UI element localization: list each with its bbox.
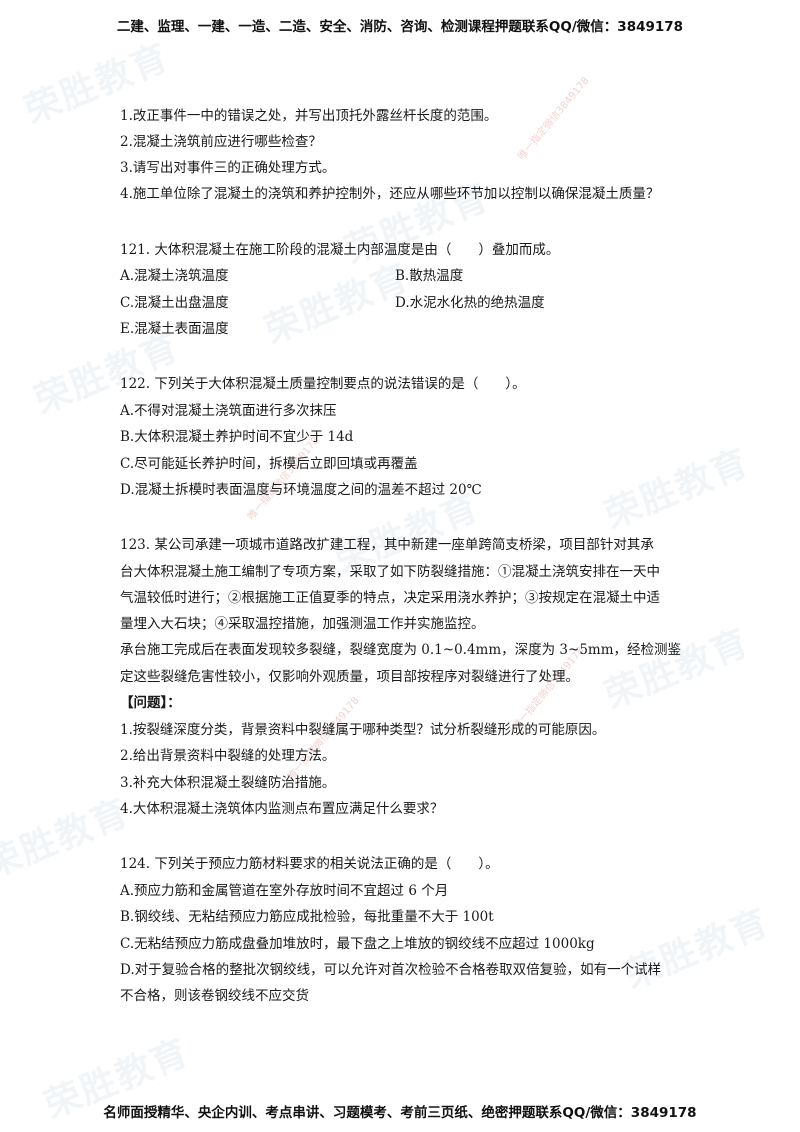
watermark-wechat-text: 唯一指定微信3849178 [245, 435, 322, 523]
watermark-logo: 荣胜教育 [599, 621, 756, 717]
page-header: 二建、监理、一建、一造、二造、安全、消防、咨询、检测课程押题联系QQ/微信：38… [116, 19, 684, 35]
watermark-logo: 荣胜教育 [259, 256, 416, 352]
question-121-option-c: C.混凝土出盘温度 [120, 295, 229, 311]
question-122-option: A.不得对混凝土浇筑面进行多次抹压 [120, 403, 337, 419]
question-124-option: A.预应力筋和金属管道在室外存放时间不宜超过 6 个月 [120, 883, 449, 899]
watermark-wechat-text: 唯一指定微信3849178 [515, 75, 592, 163]
question-123-subquestion: 4.大体积混凝土浇筑体内监测点布置应满足什么要求？ [120, 801, 444, 817]
question-124-option: 不合格，则该卷钢绞线不应交货 [120, 988, 309, 1004]
question-124-option: B.钢绞线、无粘结预应力筋应成批检验，每批重量不大于 100t [120, 909, 494, 925]
question-124-option: D.对于复验合格的整批次钢绞线，可以允许对首次检验不合格卷取双倍复验，如有一个试… [120, 962, 662, 978]
watermark-logo: 荣胜教育 [619, 901, 776, 997]
question-122-option: B.大体积混凝土养护时间不宜少于 14d [120, 429, 354, 445]
question-123-subquestion: 1.按裂缝深度分类，背景资料中裂缝属于哪种类型？试分析裂缝形成的可能原因。 [120, 722, 606, 738]
question-122-stem: 122. 下列关于大体积混凝土质量控制要点的说法错误的是（ ）。 [120, 376, 526, 392]
prev-question-item: 1.改正事件一中的错误之处，并写出顶托外露丝杆长度的范围。 [120, 108, 498, 124]
question-123-text: 123. 某公司承建一项城市道路改扩建工程，其中新建一座单跨简支桥梁，项目部针对… [120, 537, 654, 553]
prev-question-item: 3.请写出对事件三的正确处理方式。 [120, 160, 336, 176]
question-121-stem: 121. 大体积混凝土在施工阶段的混凝土内部温度是由（ ）叠加而成。 [120, 242, 560, 258]
question-124-option: C.无粘结预应力筋成盘叠加堆放时，最下盘之上堆放的钢绞线不应超过 1000kg [120, 936, 595, 952]
question-121-option-b: B.散热温度 [395, 268, 464, 284]
watermark-logo: 荣胜教育 [0, 791, 136, 887]
watermark-logo: 荣胜教育 [599, 441, 756, 537]
question-122-option: D.混凝土拆模时表面温度与环境温度之间的温差不超过 20℃ [120, 482, 482, 498]
question-123-text: 台大体积混凝土施工编制了专项方案，采取了如下防裂缝措施：①混凝土浇筑安排在一天中 [120, 564, 660, 580]
question-123-problem-label: 【问题】： [120, 695, 181, 711]
question-121-option-e: E.混凝土表面温度 [120, 321, 229, 337]
question-121-option-a: A.混凝土浇筑温度 [120, 268, 229, 284]
page-footer: 名师面授精华、央企内训、考点串讲、习题模考、考前三页纸、绝密押题联系QQ/微信：… [103, 1105, 697, 1121]
question-123-text: 承台施工完成后在表面发现较多裂缝，裂缝宽度为 0.1~0.4mm，深度为 3~5… [120, 642, 682, 658]
question-123-text: 气温较低时进行；②根据施工正值夏季的特点，决定采用浇水养护；③按规定在混凝土中适 [120, 590, 660, 606]
question-123-subquestion: 3.补充大体积混凝土裂缝防治措施。 [120, 775, 336, 791]
question-123-subquestion: 2.给出背景资料中裂缝的处理方法。 [120, 748, 336, 764]
question-123-text: 定这些裂缝危害性较小，仅影响外观质量，项目部按程序对裂缝进行了处理。 [120, 669, 579, 685]
prev-question-item: 4.施工单位除了混凝土的浇筑和养护控制外，还应从哪些环节加以控制以确保混凝土质量… [120, 186, 660, 202]
question-121-option-d: D.水泥水化热的绝热温度 [395, 295, 545, 311]
question-124-stem: 124. 下列关于预应力筋材料要求的相关说法正确的是（ ）。 [120, 856, 499, 872]
question-123-text: 量埋入大石块；④采取温控措施，加强测温工作并实施监控。 [120, 616, 485, 632]
prev-question-item: 2.混凝土浇筑前应进行哪些检查？ [120, 134, 322, 150]
question-122-option: C.尽可能延长养护时间，拆模后立即回填或再覆盖 [120, 456, 418, 472]
